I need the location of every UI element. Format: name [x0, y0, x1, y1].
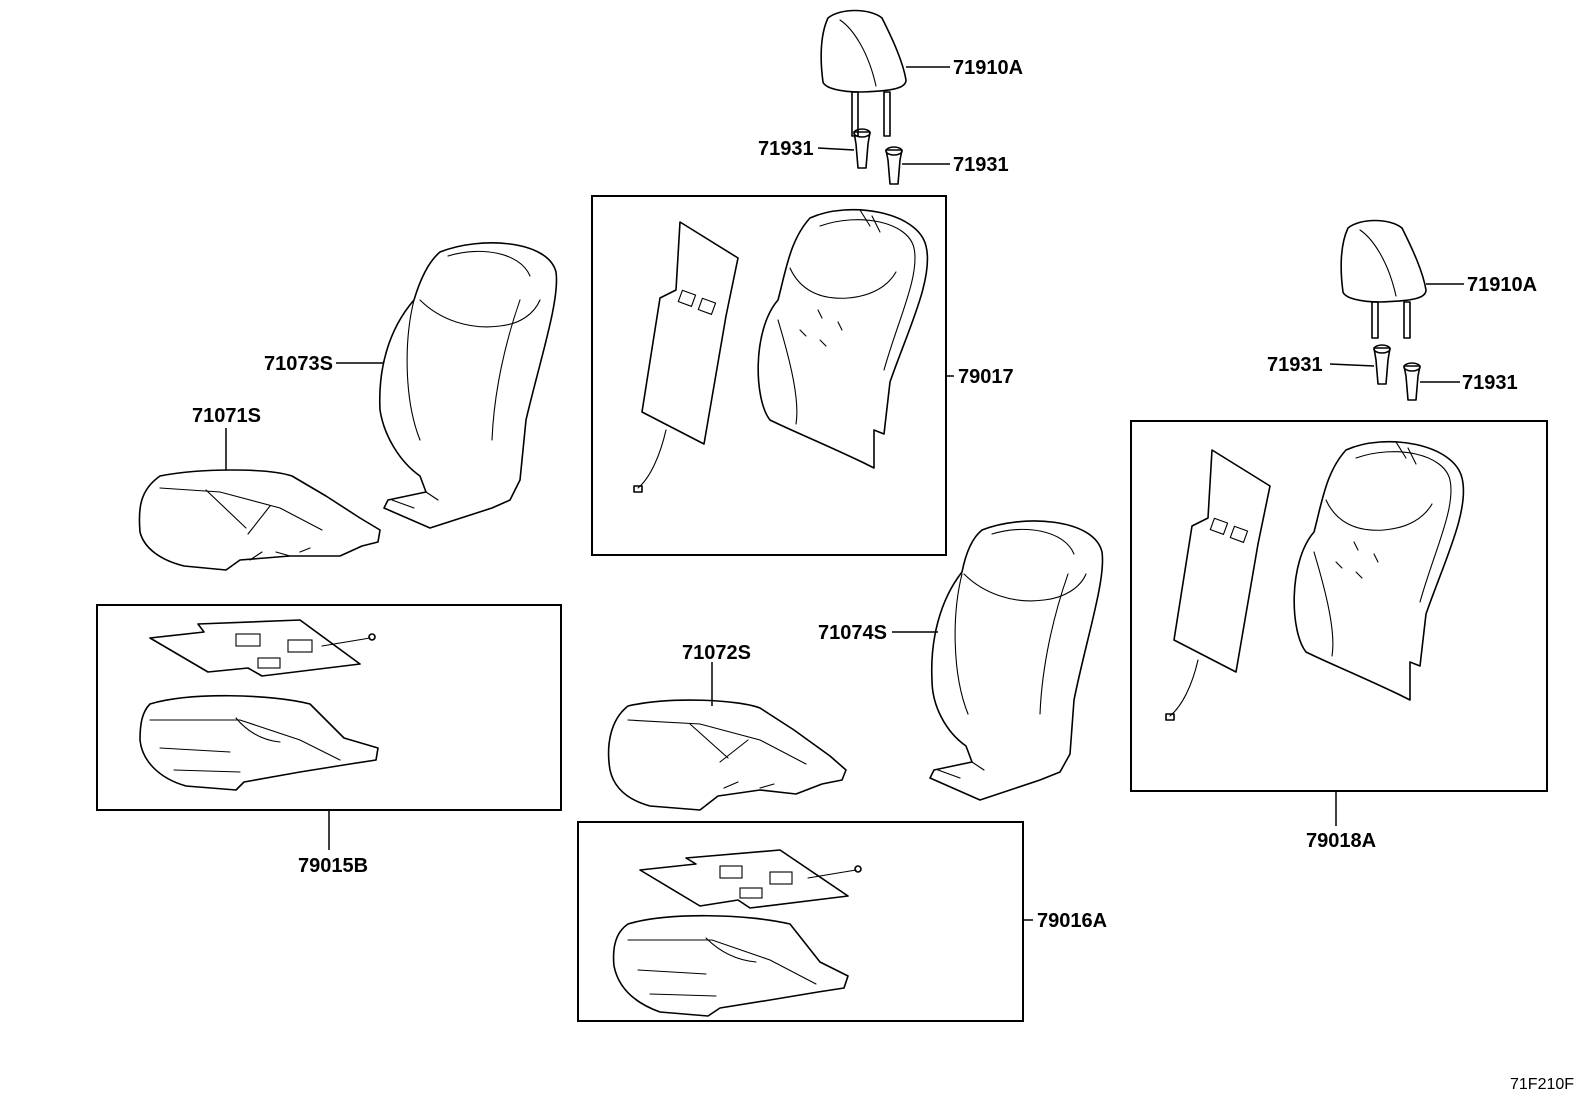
label-guide-top-left: 71931	[758, 138, 814, 160]
headrest-top	[820, 9, 907, 137]
seatback-cover-left	[378, 242, 558, 529]
label-back-cover-center: 71074S	[818, 622, 887, 644]
cushion-heater-left	[149, 619, 376, 677]
headrest-guide-right-left	[1373, 344, 1391, 385]
label-cushion-cover-left: 71071S	[192, 405, 261, 427]
label-guide-right-left: 71931	[1267, 354, 1323, 376]
cushion-cover-left	[138, 469, 381, 571]
label-cushion-pad-box-left: 79015B	[298, 855, 368, 877]
seatback-cover-center	[929, 520, 1104, 801]
seatback-pad-top	[757, 208, 929, 469]
cushion-pad-left	[139, 694, 379, 791]
seatback-pad-right	[1293, 440, 1465, 701]
headrest-right	[1340, 219, 1427, 339]
label-guide-right-right: 71931	[1462, 372, 1518, 394]
label-back-pad-box-right: 79018A	[1306, 830, 1376, 852]
label-headrest-top: 71910A	[953, 57, 1023, 79]
label-headrest-right: 71910A	[1467, 274, 1537, 296]
cushion-heater-center	[639, 849, 862, 909]
label-guide-top-right: 71931	[953, 154, 1009, 176]
label-cushion-pad-box-center: 79016A	[1037, 910, 1107, 932]
headrest-guide-top-left	[853, 128, 871, 169]
diagram-code: 71F210F	[1510, 1076, 1574, 1093]
seatback-heater-right	[1165, 449, 1271, 721]
label-back-cover-left: 71073S	[264, 353, 333, 375]
label-back-pad-box-top: 79017	[958, 366, 1014, 388]
box-back-pad-right	[1130, 420, 1548, 792]
seatback-heater-top	[633, 221, 739, 493]
cushion-pad-center	[612, 914, 849, 1017]
headrest-guide-top-right	[885, 146, 903, 185]
headrest-guide-right-right	[1403, 362, 1421, 401]
label-cushion-cover-center: 71072S	[682, 642, 751, 664]
box-cushion-pad-center	[577, 821, 1024, 1022]
cushion-cover-center	[607, 699, 847, 811]
